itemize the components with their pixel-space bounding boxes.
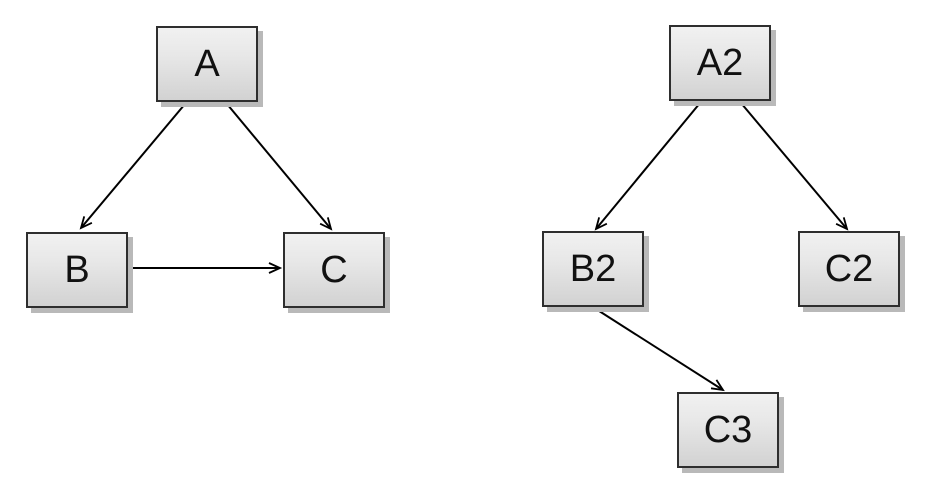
edge-A2-to-B2 xyxy=(594,102,701,231)
node-A-label: A xyxy=(194,43,220,85)
node-B2-label: B2 xyxy=(569,248,617,290)
node-B-label: B xyxy=(64,249,90,291)
node-A2-label: A2 xyxy=(696,42,744,84)
node-A[interactable]: A xyxy=(156,26,258,102)
edge-A2-to-C2 xyxy=(740,102,849,231)
node-C2-label: C2 xyxy=(824,248,874,290)
node-C-label: C xyxy=(320,249,348,291)
node-B2[interactable]: B2 xyxy=(542,231,644,307)
node-C3[interactable]: C3 xyxy=(677,392,779,468)
node-C2[interactable]: C2 xyxy=(798,231,900,307)
node-C[interactable]: C xyxy=(283,232,385,308)
edge-A-to-B xyxy=(79,103,186,230)
edge-B2-to-C3 xyxy=(595,308,725,392)
node-A2[interactable]: A2 xyxy=(669,25,771,101)
node-B[interactable]: B xyxy=(26,232,128,308)
node-C3-label: C3 xyxy=(703,409,753,451)
edge-A-to-C xyxy=(226,103,333,231)
